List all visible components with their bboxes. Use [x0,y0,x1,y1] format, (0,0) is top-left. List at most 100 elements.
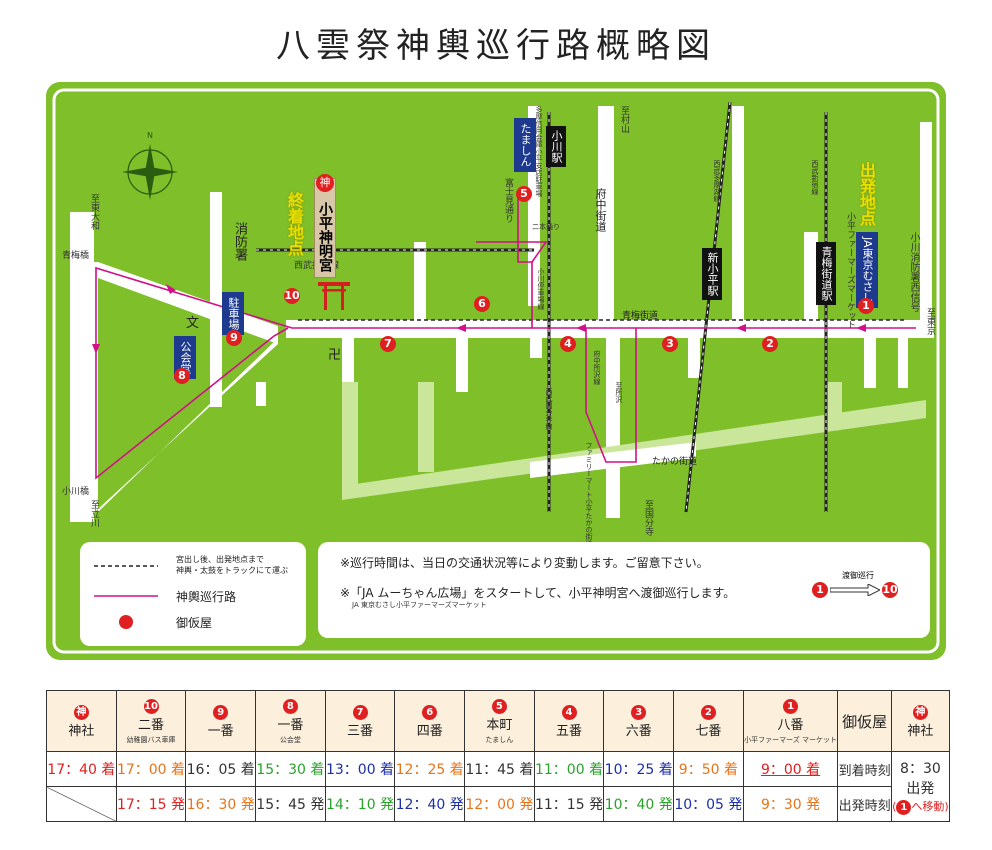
otabisho-pin-9[interactable]: 9 [226,330,242,346]
fuchu-tokorozawa-label: 府中所沢線 [593,350,601,385]
kokubunji-line-label: 西武国分寺線 [545,388,553,430]
compass: N [122,131,178,200]
otabisho-pin-4[interactable]: 4 [560,336,576,352]
otabisho-pin-10[interactable]: 10 [284,288,300,304]
fuchu-kaido-road [598,106,614,320]
arrive-label: 到着時刻 [837,751,892,787]
map-canvas: N [46,82,946,660]
shinkodaira-station-label: 新小平駅 [702,248,722,300]
depart-cell: 12：00 発 [464,786,535,822]
nibanme-label: 二本通り [532,223,560,231]
ja-label: JA東京むさし [856,232,878,308]
ogawa-station-label: 小川駅 [546,126,566,167]
oume-kaido-station-label: 青梅街道駅 [816,242,836,305]
direction-to: 10 [882,582,898,598]
otabisho-pin-7[interactable]: 7 [380,336,396,352]
map-legend: 宮出し後、出発地点まで 神輿・太鼓をトラックにて運ぶ 神輿巡行路 御仮屋 [80,542,306,646]
note-ja: JA 東京むさし小平ファーマーズマーケット [352,601,487,609]
note-time: ※巡行時間は、当日の交通状況等により変動します。ご留意下さい。 [340,556,709,570]
arrive-cell: 17：00 着 [115,751,187,787]
route-map: N 西武拝島線 終着地点 出発地点 小平神明宮 神 消防署 駐車場 文 公会堂 … [46,82,946,660]
arrival-row: 17：40 着 17：00 着 16：05 着 15：30 着 13：00 着 … [46,751,951,822]
arrow-right-icon [830,584,880,596]
arrive-cell: 17：40 着 [46,751,117,787]
otabisho-pin-2[interactable]: 2 [762,336,778,352]
depart-cell: 12：40 発 [394,786,466,822]
depart-cell: 16：30 発 [185,786,257,822]
to-yamato-label: 至東大和 [89,194,99,230]
fire-station-label: 消防署 [232,222,247,261]
direction-indicator: 渡御巡行 1 10 [812,571,904,600]
start-label: 出発地点 [857,162,876,226]
arrive-cell: 10：25 着 [603,751,675,787]
depart-cell: 11：15 発 [533,786,605,822]
direction-label: 渡御巡行 [842,571,874,580]
parking-label: 駐車場 [222,292,244,335]
depart-cell: 10：05 発 [673,786,744,822]
depart-label: 出発時刻 [837,786,892,822]
oume-kaido-road [286,320,934,338]
note-start: ※「JA ムーちゃん広場」をスタートして、小平神明宮へ渡御巡行します。 [340,586,736,600]
otabisho-pin-8[interactable]: 8 [174,368,190,384]
aoume-bridge-label: 青梅橋 [62,251,90,261]
road-v1 [210,192,222,407]
arrive-cell: 9：50 着 [673,751,744,787]
farmers-label: 小平ファーマーズマーケット [845,212,855,329]
shinjuku-line-label: 西武新宿線 [811,160,819,195]
tamako-line-label: 西武多摩湖線 [713,160,721,202]
depart-cell: 14：10 発 [324,786,396,822]
torii-icon [318,282,350,310]
arrive-cell: 11：45 着 [464,751,535,787]
temple-mark: 卍 [328,348,342,363]
tamashin-label: たましん [514,118,536,172]
header-cell: 神神社 [890,690,951,752]
otabisho-pin-6[interactable]: 6 [474,296,490,312]
route-arrows [92,284,866,354]
to-tokorozawa-label: 至所沢 [615,382,623,403]
arrive-cell: 15：30 着 [255,751,326,787]
header-cell: 御仮屋 [837,690,892,752]
fujidori-label: 富士見通り [503,178,513,223]
oume-kaido-label: 青梅街道 [622,311,659,321]
arrive-cell: 9：00 着 [742,751,839,787]
direction-from: 1 [812,582,828,598]
empty-cell [46,786,117,822]
takano-kaido-label: たかの街道 [652,457,698,467]
otabisho-pin-1[interactable]: 1 [858,298,874,314]
depart-cell: 10：40 発 [603,786,675,822]
ogawa-teishajo-label: 小川停車場線 [537,268,545,310]
arrive-cell: 12：25 着 [394,751,466,787]
to-tokyo-label: 至東京 [925,308,935,335]
arrive-cell: 16：05 着 [185,751,257,787]
legend-otabisho: 御仮屋 [176,616,213,630]
otabisho-pin-5[interactable]: 5 [516,186,532,202]
depart-cell: 9：30 発 [742,786,839,822]
goal-label: 終着地点 [285,192,304,256]
school-label: 文 [186,316,200,331]
to-murayama-label: 至村山 [619,106,629,133]
shrine-mark: 神 [316,174,334,192]
depart-cell: 15：45 発 [255,786,326,822]
depart-cell: 17：15 発 [115,786,187,822]
arrive-cell: 13：00 着 [324,751,396,787]
legend-route: 神輿巡行路 [176,590,237,604]
map-background [46,82,946,660]
otabisho-pin-3[interactable]: 3 [662,336,678,352]
page-title: 八雲祭神輿巡行路概略図 [276,26,716,66]
to-tachikawa-label: 至立川 [89,500,99,527]
header-cell: 神神社 [46,690,117,752]
ogawa-bridge-label: 小川橋 [62,487,90,497]
